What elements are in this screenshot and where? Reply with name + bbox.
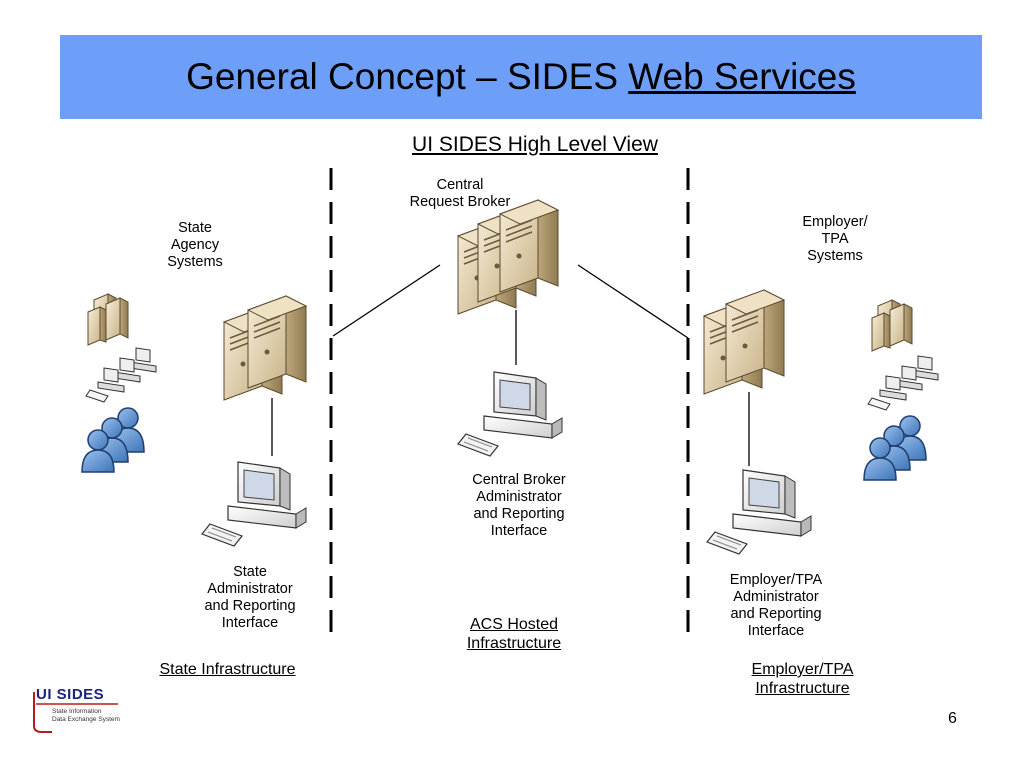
state-users-icon (81, 407, 145, 473)
employer-users-icon (863, 415, 927, 481)
employer-mini-servers-icon (871, 299, 913, 352)
ui-sides-logo: UI SIDES State Information Data Exchange… (30, 686, 150, 736)
state-mini-servers-icon (87, 293, 129, 346)
title-bar: General Concept – SIDES Web Services (60, 35, 982, 119)
employer-admin-label: Employer/TPA Administrator and Reporting… (729, 572, 823, 639)
title-link-text[interactable]: Web Services (628, 56, 856, 97)
central-broker-label: Central Request Broker (409, 177, 511, 210)
link-state-to-broker (332, 264, 441, 337)
employer-admin-workstation-icon (706, 469, 812, 555)
logo-text: UI SIDES (36, 686, 105, 703)
state-admin-label: State Administrator and Reporting Interf… (204, 564, 296, 631)
acs-infrastructure-label: ACS Hosted Infrastructure (466, 616, 562, 652)
state-admin-workstation-icon (201, 461, 307, 547)
state-agency-label: State Agency Systems (167, 220, 223, 270)
state-server-icon (223, 295, 307, 401)
central-admin-label: Central Broker Administrator and Reporti… (472, 472, 566, 539)
logo-swoosh-icon (33, 692, 118, 733)
page-number: 6 (948, 710, 957, 727)
state-infrastructure-label: State Infrastructure (159, 661, 296, 678)
slide-title: General Concept – SIDES Web Services (60, 57, 982, 97)
employer-mini-workstations-icon (867, 355, 939, 411)
employer-tpa-label: Employer/ TPA Systems (802, 214, 868, 264)
central-broker-server-icon (457, 199, 559, 315)
title-main-text: General Concept – SIDES (186, 56, 629, 97)
state-mini-workstations-icon (85, 347, 157, 403)
logo-subtext: State Information Data Exchange System (52, 708, 120, 723)
link-broker-to-employer (577, 264, 689, 339)
employer-server-icon (703, 289, 785, 395)
employer-infrastructure-label: Employer/TPA Infrastructure (751, 661, 854, 697)
central-admin-workstation-icon (457, 371, 563, 457)
diagram-subtitle: UI SIDES High Level View (412, 133, 658, 156)
